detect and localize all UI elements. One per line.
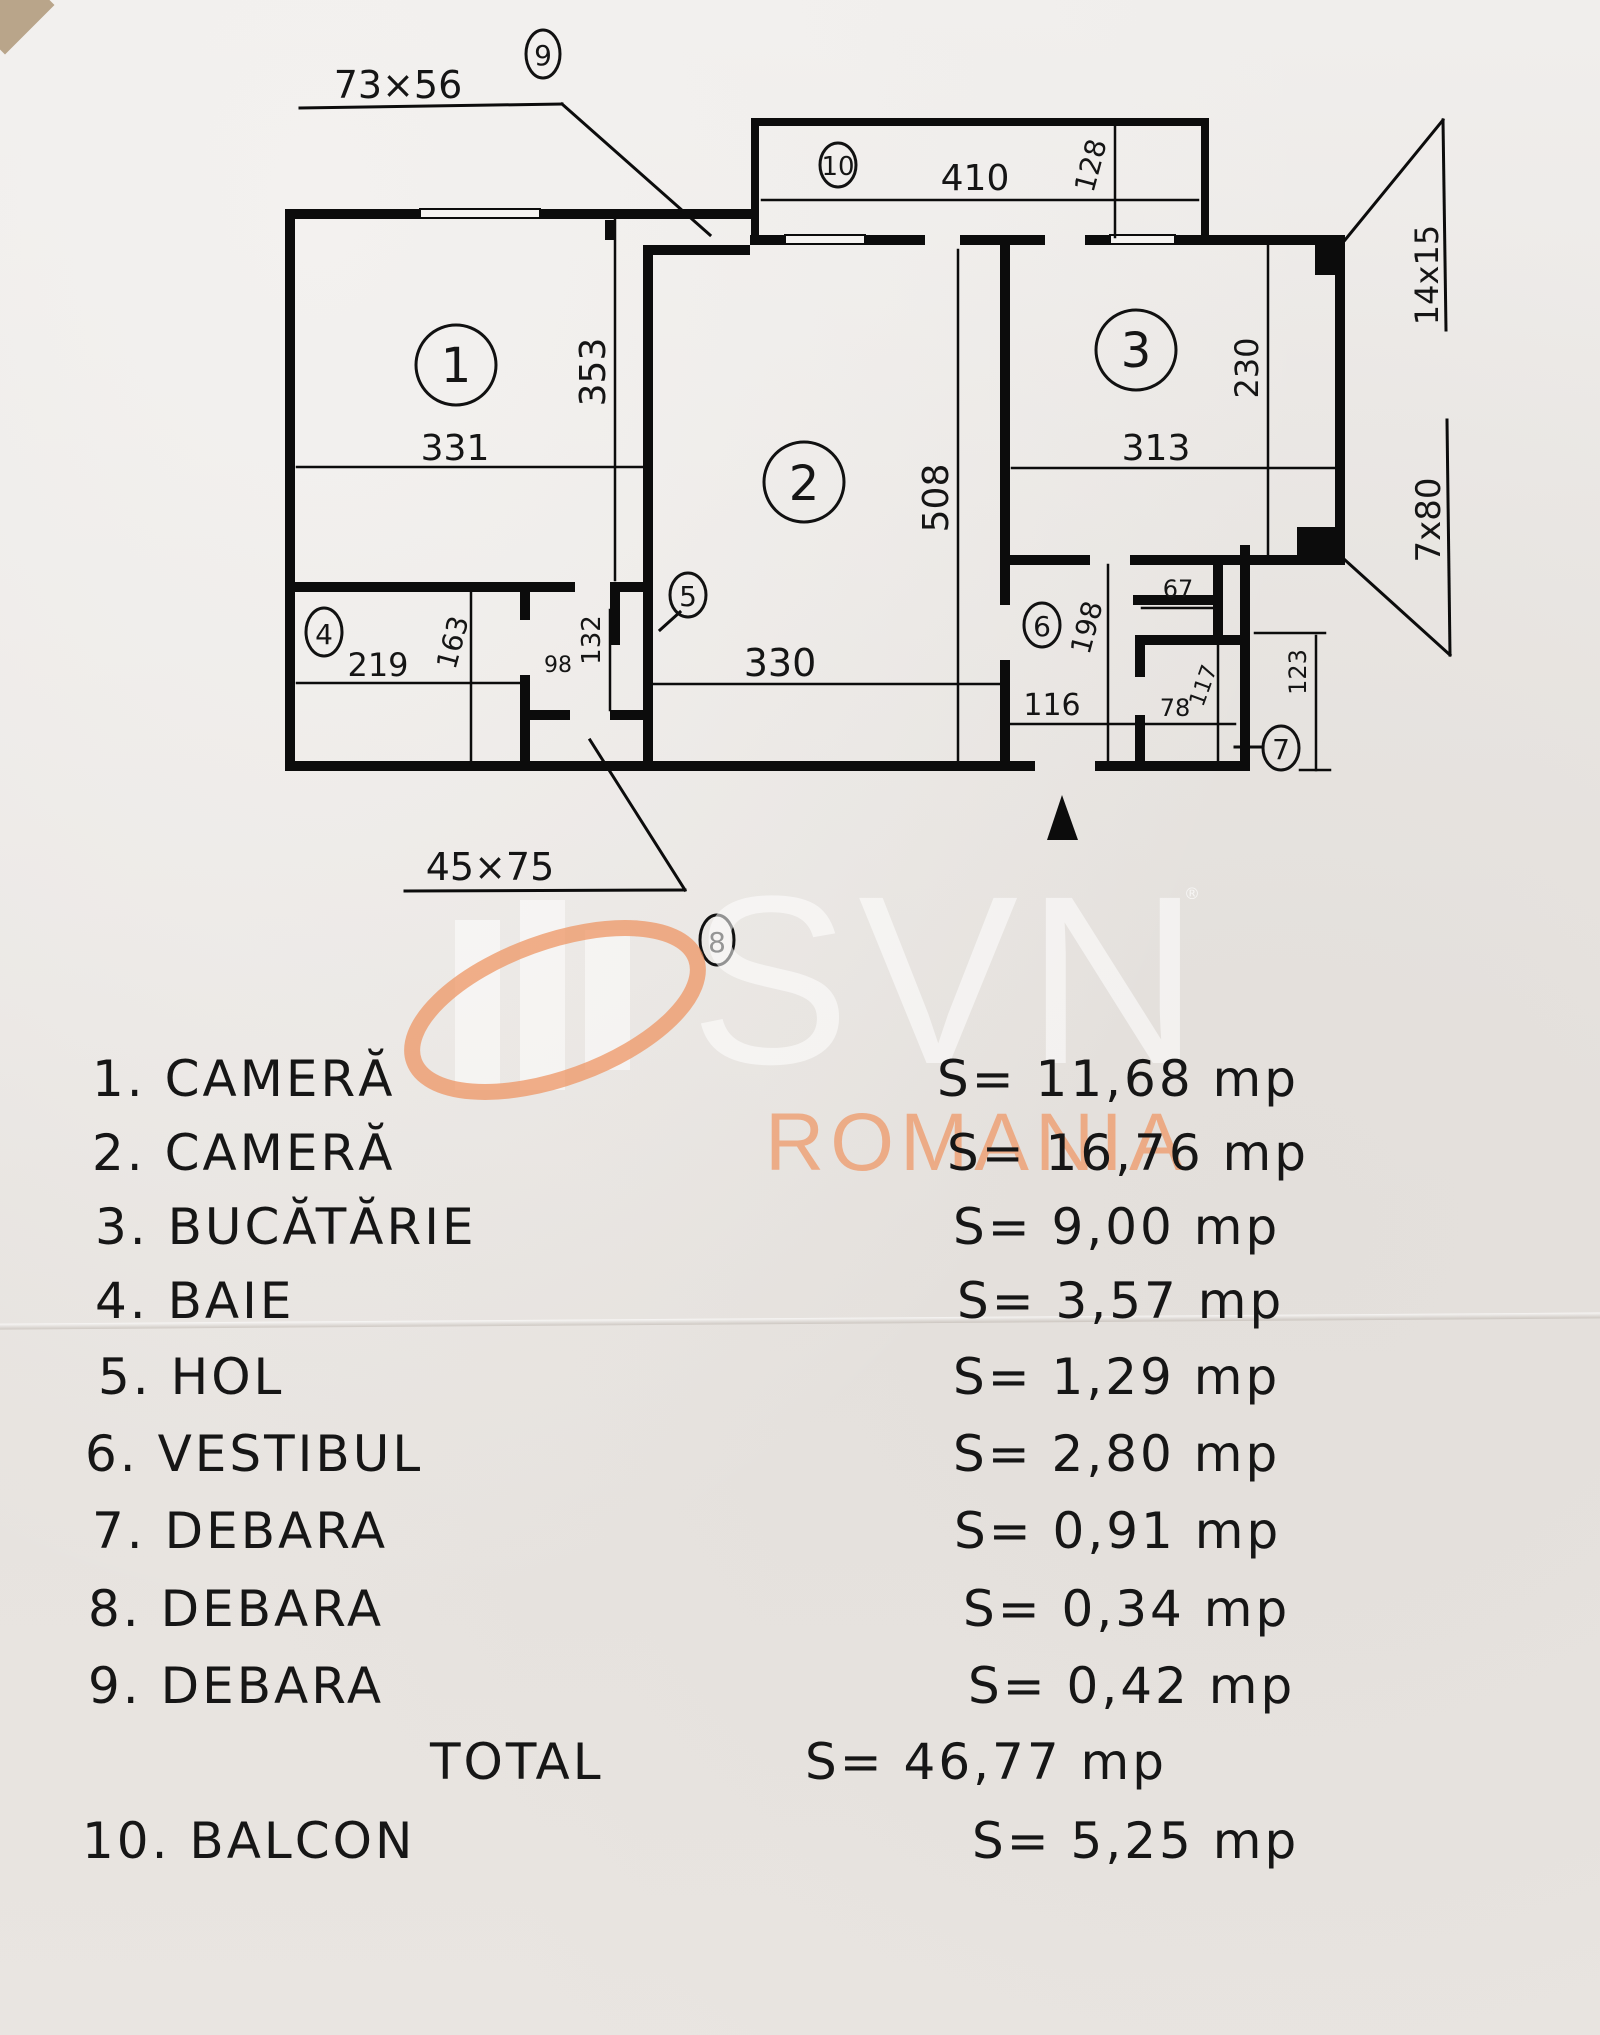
legend-value: S= 0,34 mp (963, 1580, 1291, 1638)
dim-balcony-width: 410 (941, 158, 1010, 199)
legend-value: S= 0,91 mp (954, 1502, 1282, 1560)
legend-total-value: S= 46,77 mp (805, 1733, 1168, 1791)
legend-label: 1. CAMERĂ (92, 1050, 396, 1108)
room-number-9: 9 (534, 39, 552, 72)
legend-value: S= 1,29 mp (953, 1348, 1281, 1406)
dim-room4-width: 219 (347, 646, 408, 684)
legend-value: S= 9,00 mp (953, 1198, 1281, 1256)
legend-label: 2. CAMERĂ (92, 1124, 396, 1182)
room-number-6: 6 (1033, 610, 1051, 643)
floor-plan: 1 2 3 4 5 6 7 8 9 10 331 353 330 508 313… (285, 28, 1453, 967)
windows (419, 208, 1176, 245)
legend-label: 9. DEBARA (88, 1657, 385, 1715)
callout-room8-size: 45×75 (426, 845, 555, 889)
room-number-2: 2 (789, 456, 820, 512)
legend-value: S= 0,42 mp (968, 1657, 1296, 1715)
legend-label: 6. VESTIBUL (85, 1425, 424, 1483)
watermark-registered: ® (1184, 884, 1200, 903)
exterior-walls (285, 209, 1345, 771)
watermark-subtitle: ROMANIA (765, 1097, 1190, 1188)
legend-label: 4. BAIE (95, 1272, 295, 1330)
room-number-10: 10 (821, 152, 854, 182)
room-number-4: 4 (315, 618, 333, 651)
room-number-7: 7 (1272, 733, 1290, 766)
room-number-8: 8 (708, 926, 726, 959)
watermark-brand: SVN (690, 846, 1208, 1114)
window-callout (1342, 117, 1453, 658)
room-markers (304, 28, 1301, 967)
dim-room6-closet: 67 (1163, 575, 1194, 603)
dim-room3-height: 230 (1228, 337, 1266, 398)
dim-room7-outer: 123 (1284, 649, 1312, 695)
legend-value: S= 11,68 mp (937, 1050, 1300, 1108)
dim-room2-height: 508 (916, 464, 957, 533)
svn-logo-icon (404, 900, 706, 1100)
legend-label: 8. DEBARA (88, 1580, 385, 1638)
legend-label: 3. BUCĂTĂRIE (95, 1198, 477, 1256)
dim-room5-height: 132 (577, 615, 607, 665)
dim-room2-width: 330 (744, 641, 817, 685)
legend-value: S= 2,80 mp (953, 1425, 1281, 1483)
room-number-1: 1 (441, 338, 472, 394)
balcony-outline (751, 118, 1209, 244)
dim-room6-width: 116 (1023, 688, 1080, 723)
entrance-arrow-icon (1047, 795, 1078, 840)
room-number-3: 3 (1121, 323, 1152, 379)
legend-value: S= 3,57 mp (957, 1272, 1285, 1330)
dim-room3-width: 313 (1122, 428, 1191, 469)
dimension-lines (295, 123, 1336, 772)
legend-value: S= 16,76 mp (947, 1124, 1310, 1182)
room-number-5: 5 (679, 580, 697, 613)
dim-room1-height: 353 (573, 338, 614, 407)
legend-label: 7. DEBARA (92, 1502, 389, 1560)
legend-balcony-value: S= 5,25 mp (972, 1812, 1300, 1870)
legend-total-label: TOTAL (430, 1733, 604, 1791)
callout-room9-size: 73×56 (334, 63, 463, 107)
dim-room5-width: 98 (544, 653, 572, 678)
dim-room1-width: 331 (421, 428, 490, 469)
callout-window-top: 14x15 (1408, 225, 1446, 325)
legend-label: 5. HOL (98, 1348, 285, 1406)
callout-window-bottom: 7x80 (1409, 477, 1449, 562)
callout-leaders (298, 101, 1264, 893)
legend-balcony-label: 10. BALCON (82, 1812, 416, 1870)
dim-room7-width: 78 (1160, 694, 1191, 722)
